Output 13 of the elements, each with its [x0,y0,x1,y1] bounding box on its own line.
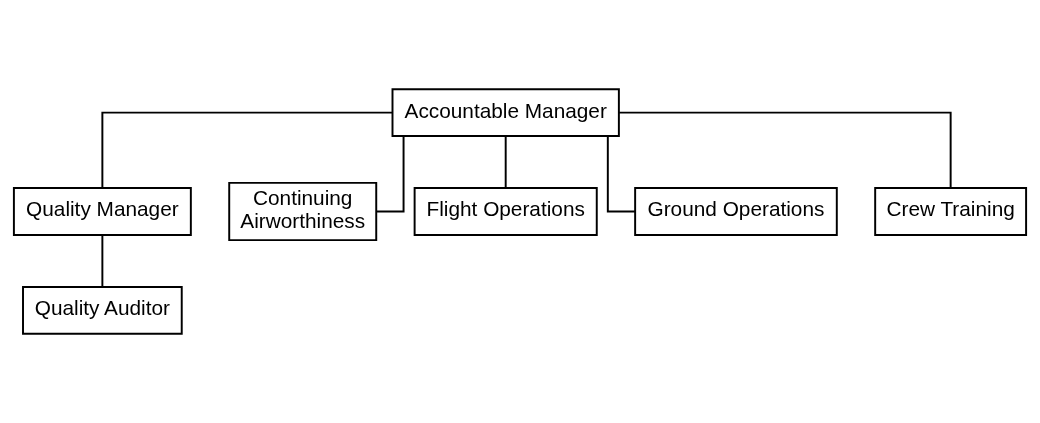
connector [375,135,405,213]
node-box: Continuing Airworthiness [228,181,378,242]
connector [504,135,507,189]
node-box: Flight Operations [413,187,598,236]
node-box: Accountable Manager [391,88,620,137]
connector [606,135,636,213]
connector [101,233,104,288]
connector [101,111,394,190]
node-box: Ground Operations [634,187,838,236]
node-box: Quality Auditor [22,286,183,335]
node-box: Crew Training [874,187,1028,236]
node-box: Quality Manager [12,187,192,236]
connector [618,111,952,190]
